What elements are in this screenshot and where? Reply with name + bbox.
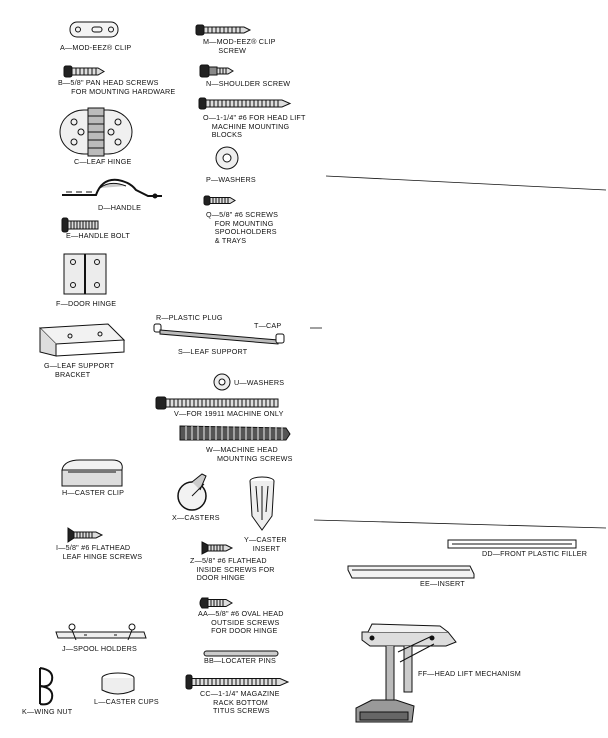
part-m-screw bbox=[195, 24, 252, 36]
label-n: N—SHOULDER SCREW bbox=[206, 79, 291, 88]
part-u-washer bbox=[213, 373, 231, 391]
part-q-screw bbox=[203, 195, 236, 206]
part-cc-screw bbox=[185, 674, 290, 690]
part-c-leaf-hinge bbox=[59, 107, 133, 157]
part-ff-head-lift bbox=[355, 623, 457, 723]
part-y-caster-insert bbox=[249, 476, 275, 531]
part-g-bracket bbox=[38, 323, 126, 357]
label-u: U—WASHERS bbox=[234, 378, 285, 387]
part-j-spool-holder bbox=[55, 623, 147, 641]
label-ee: EE—INSERT bbox=[420, 579, 465, 588]
part-t-cap bbox=[275, 333, 285, 344]
label-a: A—MOD-EEZ® CLIP bbox=[60, 43, 132, 52]
label-m: M—MOD-EEZ® CLIP SCREW bbox=[203, 37, 276, 55]
part-n-screw bbox=[199, 64, 234, 78]
part-i-screw bbox=[67, 527, 104, 543]
part-r-plug bbox=[153, 323, 162, 333]
label-g: G—LEAF SUPPORT BRACKET bbox=[44, 361, 115, 379]
label-r: R—PLASTIC PLUG bbox=[156, 313, 223, 322]
part-f-door-hinge bbox=[63, 253, 107, 295]
label-s: S—LEAF SUPPORT bbox=[178, 347, 248, 356]
label-cc: CC—1-1/4" MAGAZINE RACK BOTTOM TITUS SCR… bbox=[200, 689, 280, 716]
label-o: O—1-1/4" #6 FOR HEAD LIFT MACHINE MOUNTI… bbox=[203, 113, 306, 140]
label-w: W—MACHINE HEAD MOUNTING SCREWS bbox=[206, 445, 293, 463]
part-e-bolt bbox=[61, 217, 99, 233]
label-l: L—CASTER CUPS bbox=[94, 697, 159, 706]
label-i: I—5/8" #6 FLATHEAD LEAF HINGE SCREWS bbox=[56, 543, 143, 561]
label-c: C—LEAF HINGE bbox=[74, 157, 132, 166]
label-h: H—CASTER CLIP bbox=[62, 488, 125, 497]
label-j: J—SPOOL HOLDERS bbox=[62, 644, 138, 653]
part-s-leaf-support bbox=[159, 329, 279, 345]
label-e: E—HANDLE BOLT bbox=[66, 231, 130, 240]
label-x: X—CASTERS bbox=[172, 513, 220, 522]
part-bb-pin bbox=[203, 650, 279, 657]
label-bb: BB—LOCATER PINS bbox=[204, 656, 276, 665]
part-aa-screw bbox=[199, 597, 233, 609]
label-y: Y—CASTER INSERT bbox=[244, 535, 287, 553]
part-k-wing-nut bbox=[39, 667, 54, 706]
label-b: B—5/8" PAN HEAD SCREWS FOR MOUNTING HARD… bbox=[58, 78, 176, 96]
part-w-screw bbox=[179, 425, 291, 441]
label-v: V—FOR 19911 MACHINE ONLY bbox=[174, 409, 284, 418]
label-ff: FF—HEAD LIFT MECHANISM bbox=[418, 669, 521, 678]
part-z-screw bbox=[201, 541, 234, 555]
divider-lines bbox=[310, 175, 607, 529]
label-q: Q—5/8" #6 SCREWS FOR MOUNTING SPOOLHOLDE… bbox=[206, 210, 279, 245]
part-v-bolt bbox=[155, 396, 279, 410]
part-o-screw bbox=[198, 97, 292, 110]
part-h-caster-clip bbox=[61, 459, 123, 487]
part-d-handle bbox=[62, 178, 162, 199]
label-t: T—CAP bbox=[254, 321, 282, 330]
label-dd: DD—FRONT PLASTIC FILLER bbox=[482, 549, 588, 558]
part-p-washer bbox=[215, 146, 239, 170]
label-d: D—HANDLE bbox=[98, 203, 142, 212]
part-l-caster-cup bbox=[101, 672, 135, 695]
part-b-screw bbox=[63, 65, 105, 78]
part-a-clip bbox=[69, 21, 119, 38]
part-ee-insert bbox=[347, 565, 475, 579]
label-p: P—WASHERS bbox=[206, 175, 256, 184]
part-dd-filler bbox=[447, 539, 577, 549]
label-k: K—WING NUT bbox=[22, 707, 73, 716]
label-z: Z—5/8" #6 FLATHEAD INSIDE SCREWS FOR DOO… bbox=[190, 556, 275, 583]
label-aa: AA—5/8" #6 OVAL HEAD OUTSIDE SCREWS FOR … bbox=[198, 609, 284, 636]
part-x-caster bbox=[177, 473, 207, 511]
label-f: F—DOOR HINGE bbox=[56, 299, 117, 308]
